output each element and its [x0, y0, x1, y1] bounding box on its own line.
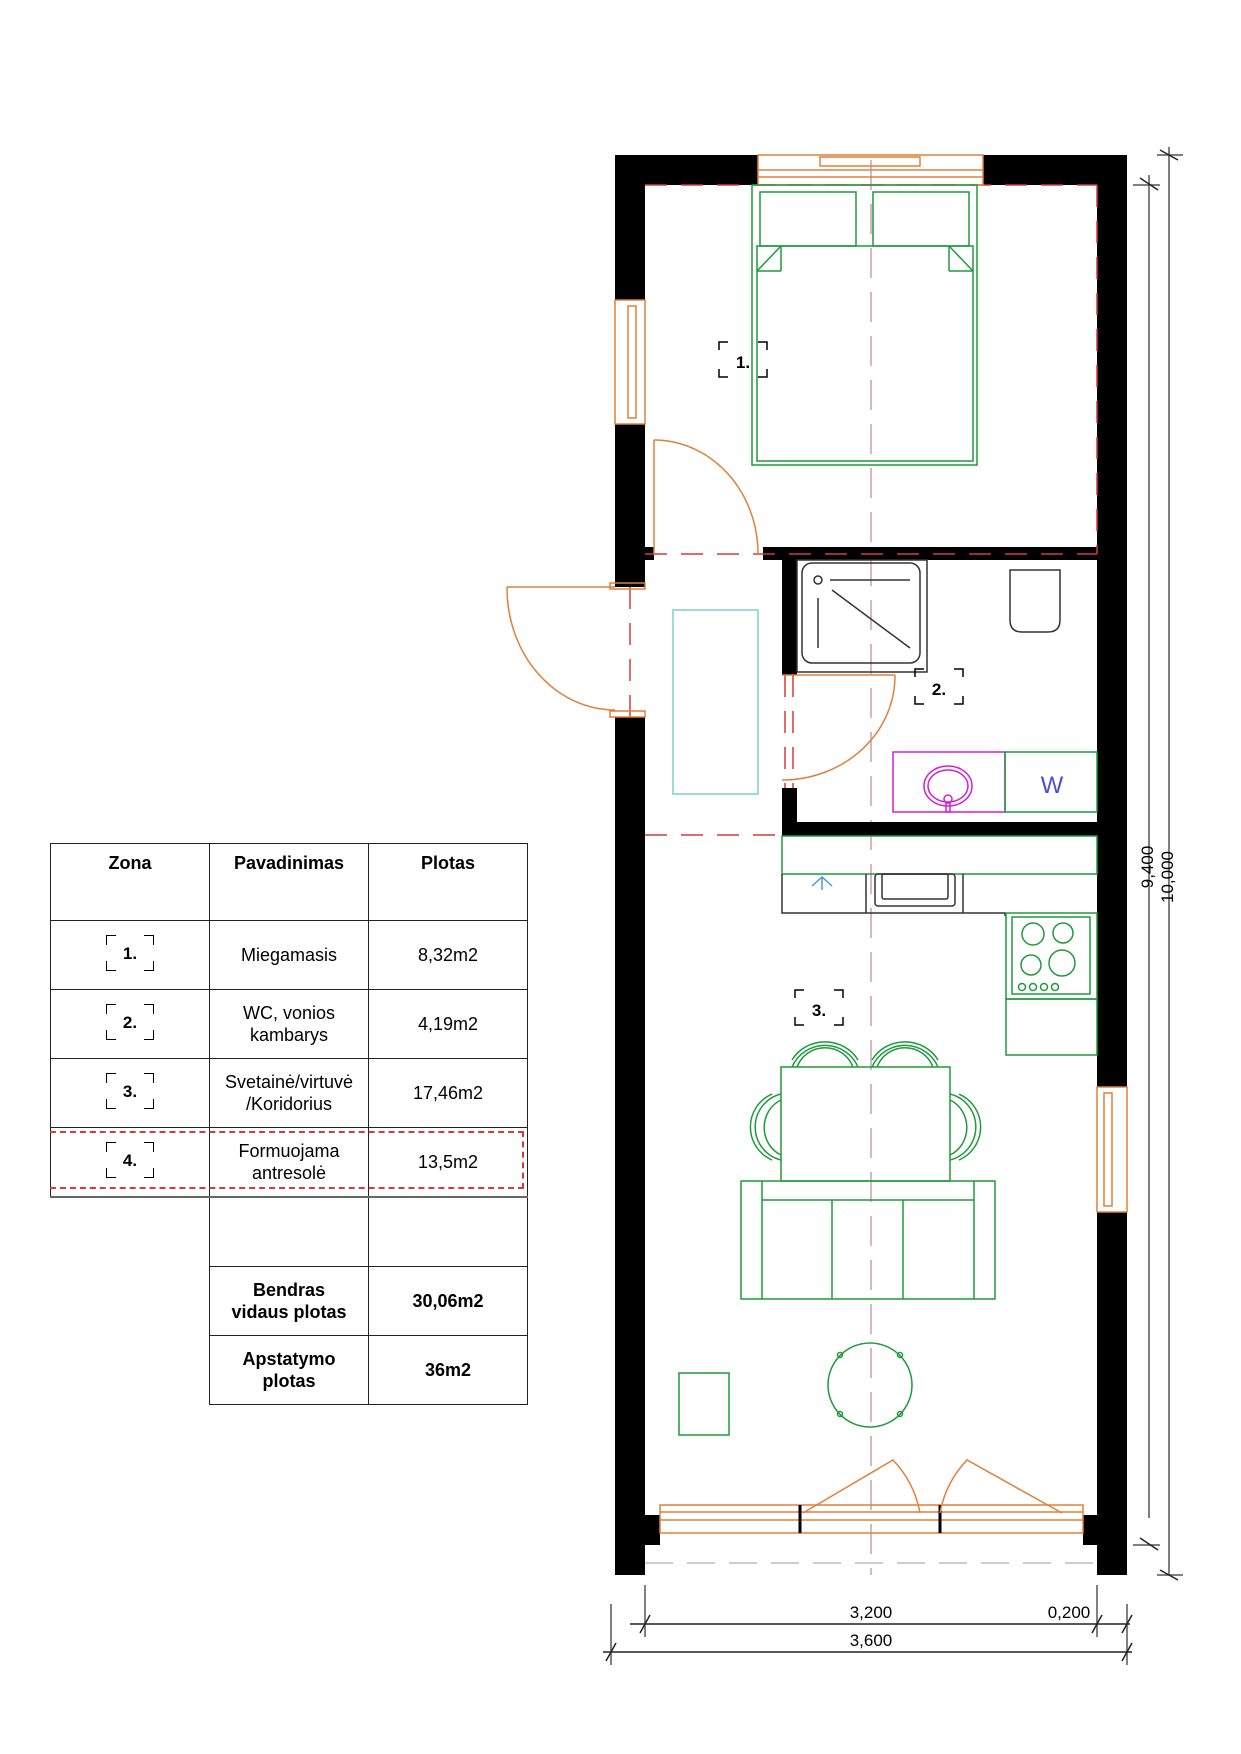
zone-cell: 4. — [50, 1127, 210, 1198]
blank-cell — [51, 1197, 210, 1267]
zone-cell: 3. — [50, 1058, 210, 1128]
zone-label-1: 1. — [736, 353, 750, 372]
dimension-inner-width: 3,200 — [850, 1603, 893, 1622]
zone-marker: 1. — [106, 934, 154, 971]
room-area-cell: 13,5m2 — [368, 1127, 528, 1198]
zone-label-3: 3. — [812, 1001, 826, 1020]
washing-machine: W — [1004, 751, 1098, 813]
zone-cell: 2. — [50, 989, 210, 1059]
blank-cell — [368, 1196, 528, 1267]
zone-marker: 4. — [106, 1141, 154, 1178]
kitchen-counter — [781, 873, 1006, 916]
entrance-door — [506, 582, 646, 718]
kitchen-upper-cabinets — [781, 835, 1098, 875]
interior-walls — [645, 547, 1097, 836]
sofa — [740, 1180, 996, 1300]
dimension-outer-width: 3,600 — [850, 1631, 893, 1650]
window-left-bedroom — [614, 299, 646, 425]
zone-marker-2 — [914, 668, 964, 705]
zone-marker-1 — [718, 341, 768, 378]
dimension-inner-length: 9,400 — [1138, 846, 1157, 889]
dimension-lines-horizontal — [603, 1585, 1133, 1665]
cooktop — [1005, 912, 1098, 1000]
table-row: 3. Svetainė/virtuvė/Koridorius 17,46m2 — [50, 1058, 528, 1128]
room-area-cell: 8,32m2 — [368, 920, 528, 990]
room-name-cell: Miegamasis — [209, 920, 369, 990]
exterior-walls — [615, 155, 1127, 1575]
washer-label: W — [1041, 772, 1064, 799]
table-row: 1. Miegamasis 8,32m2 — [50, 920, 528, 990]
coffee-table-round — [827, 1342, 913, 1428]
mezzanine-outline — [629, 184, 1098, 836]
zone-marker: 3. — [106, 1072, 154, 1109]
toilet — [1009, 569, 1061, 633]
window-bottom-sliding-door — [659, 1459, 1084, 1534]
zone-cell: 1. — [50, 920, 210, 990]
dimension-outer-length: 10,000 — [1158, 851, 1177, 903]
blank-cell — [51, 1267, 210, 1336]
dimension-lines-vertical — [1133, 147, 1183, 1581]
blank-cell — [209, 1196, 369, 1267]
window-right-living — [1096, 1086, 1128, 1213]
header-zone: Zona — [50, 843, 210, 921]
zone-label-2: 2. — [932, 680, 946, 699]
room-area-cell: 4,19m2 — [368, 989, 528, 1059]
zone-marker: 2. — [106, 1003, 154, 1040]
room-area-cell: 17,46m2 — [368, 1058, 528, 1128]
header-area: Plotas — [368, 843, 528, 921]
blank-cell — [51, 1336, 210, 1405]
kitchen-base-cabinet — [1005, 998, 1098, 1056]
table-header-row: Zona Pavadinimas Plotas — [50, 843, 528, 921]
dining-table-with-chairs — [749, 1041, 982, 1182]
room-name-cell: Svetainė/virtuvė/Koridorius — [209, 1058, 369, 1128]
area-table: Zona Pavadinimas Plotas 1. Miegamasis 8,… — [50, 843, 528, 1405]
header-name: Pavadinimas — [209, 843, 369, 921]
total-value-cell: 36m2 — [368, 1335, 528, 1405]
total-value-cell: 30,06m2 — [368, 1266, 528, 1336]
bathroom-door — [781, 674, 896, 781]
bedroom-door — [653, 439, 759, 555]
double-bed — [751, 184, 978, 466]
ventilation-arrow-icon — [811, 875, 833, 890]
table-row-blank — [51, 1196, 528, 1267]
zone-marker-3 — [794, 989, 844, 1026]
side-cabinet — [678, 1372, 730, 1436]
corridor-rug — [672, 609, 759, 795]
dimension-wall-thickness: 0,200 — [1048, 1603, 1091, 1622]
shower-tray — [796, 559, 928, 673]
washbasin — [892, 751, 1006, 813]
